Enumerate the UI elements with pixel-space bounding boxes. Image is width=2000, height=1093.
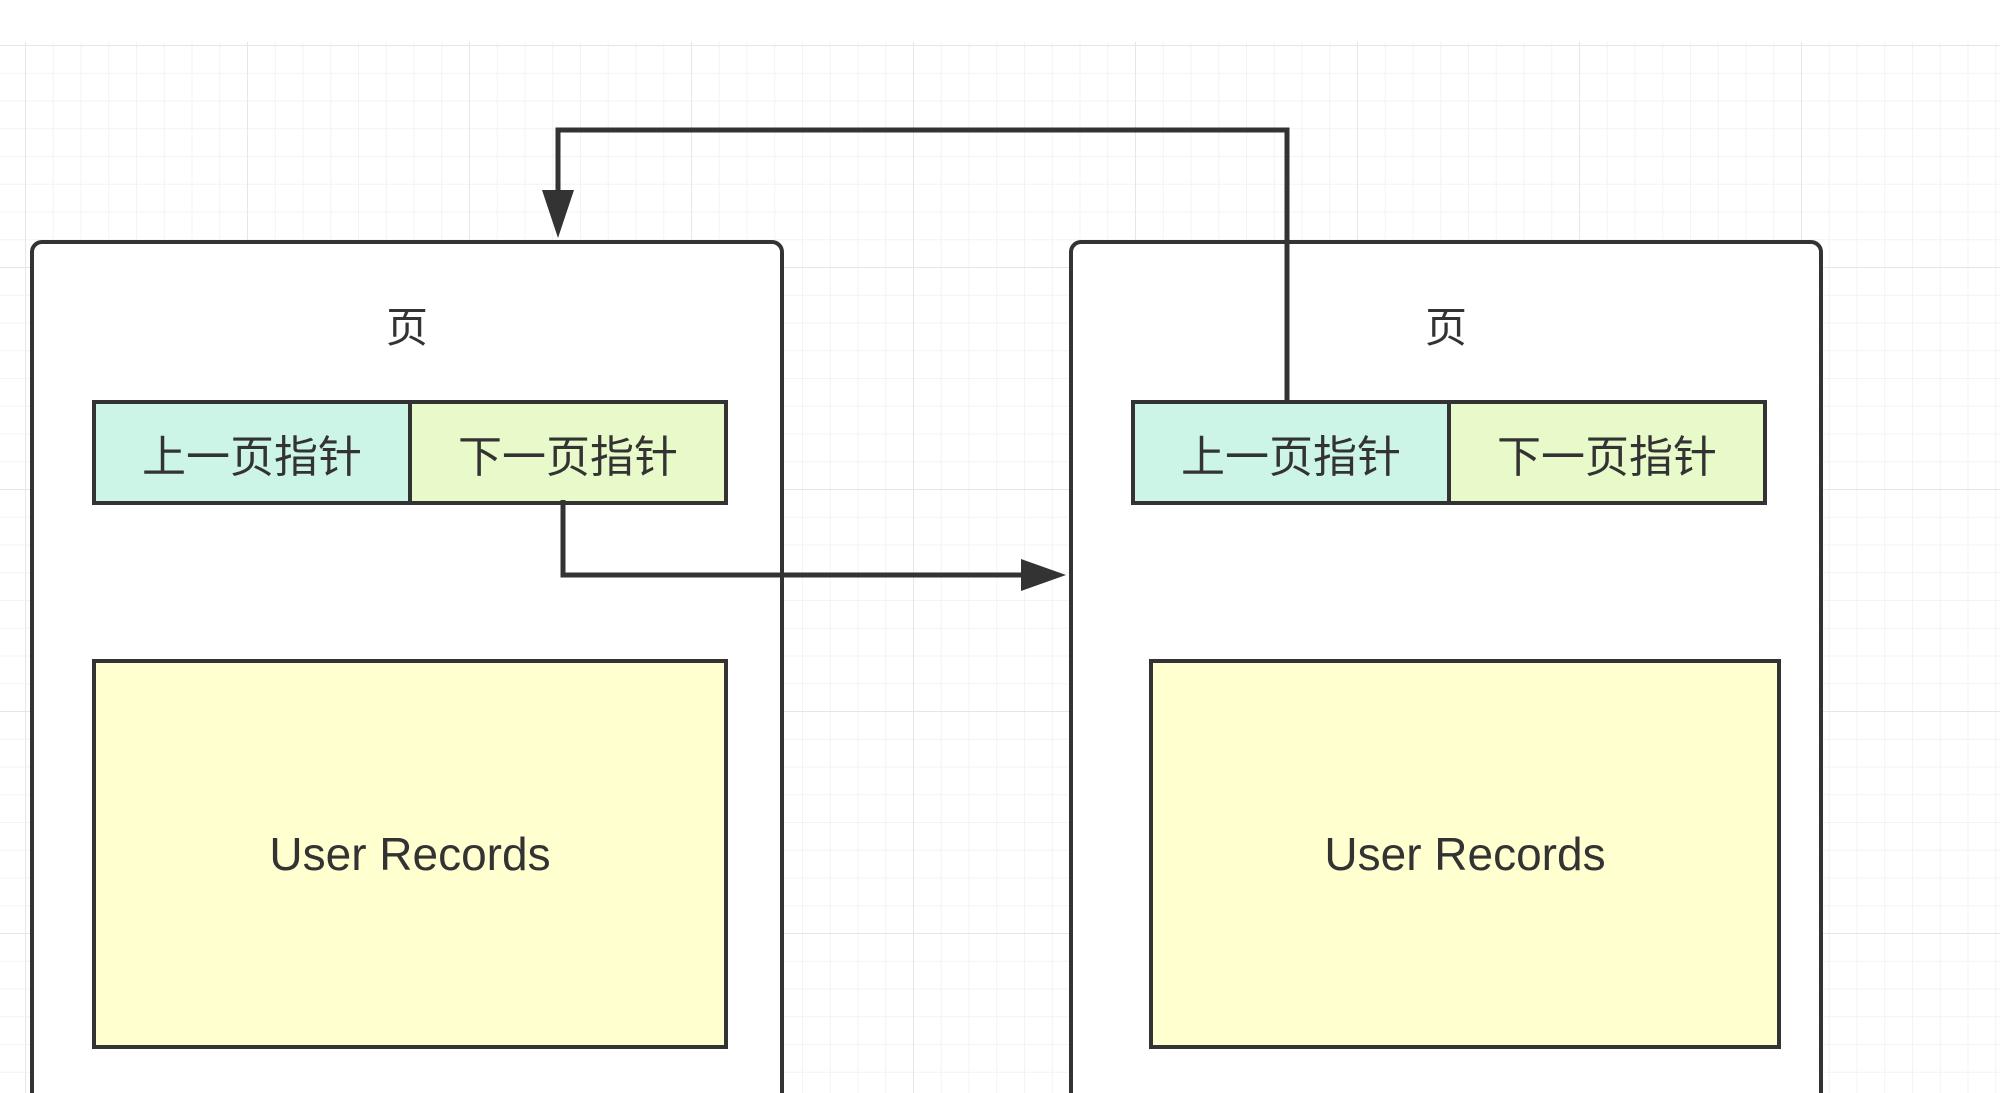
page-right[interactable]: 页 上一页指针 下一页指针 User Records	[1069, 240, 1823, 1093]
page-right-pointer-row: 上一页指针 下一页指针	[1131, 400, 1767, 505]
page-left-prev-pointer[interactable]: 上一页指针	[96, 404, 408, 501]
page-right-prev-pointer[interactable]: 上一页指针	[1135, 404, 1447, 501]
page-left-user-records[interactable]: User Records	[92, 659, 728, 1049]
page-right-user-records[interactable]: User Records	[1149, 659, 1781, 1049]
page-right-title: 页	[1424, 303, 1467, 352]
page-left-title: 页	[385, 303, 428, 352]
page-left-next-pointer[interactable]: 下一页指针	[408, 404, 724, 501]
page-right-next-pointer[interactable]: 下一页指针	[1447, 404, 1763, 501]
page-left-pointer-row: 上一页指针 下一页指针	[92, 400, 728, 505]
page-left[interactable]: 页 上一页指针 下一页指针 User Records	[30, 240, 784, 1093]
